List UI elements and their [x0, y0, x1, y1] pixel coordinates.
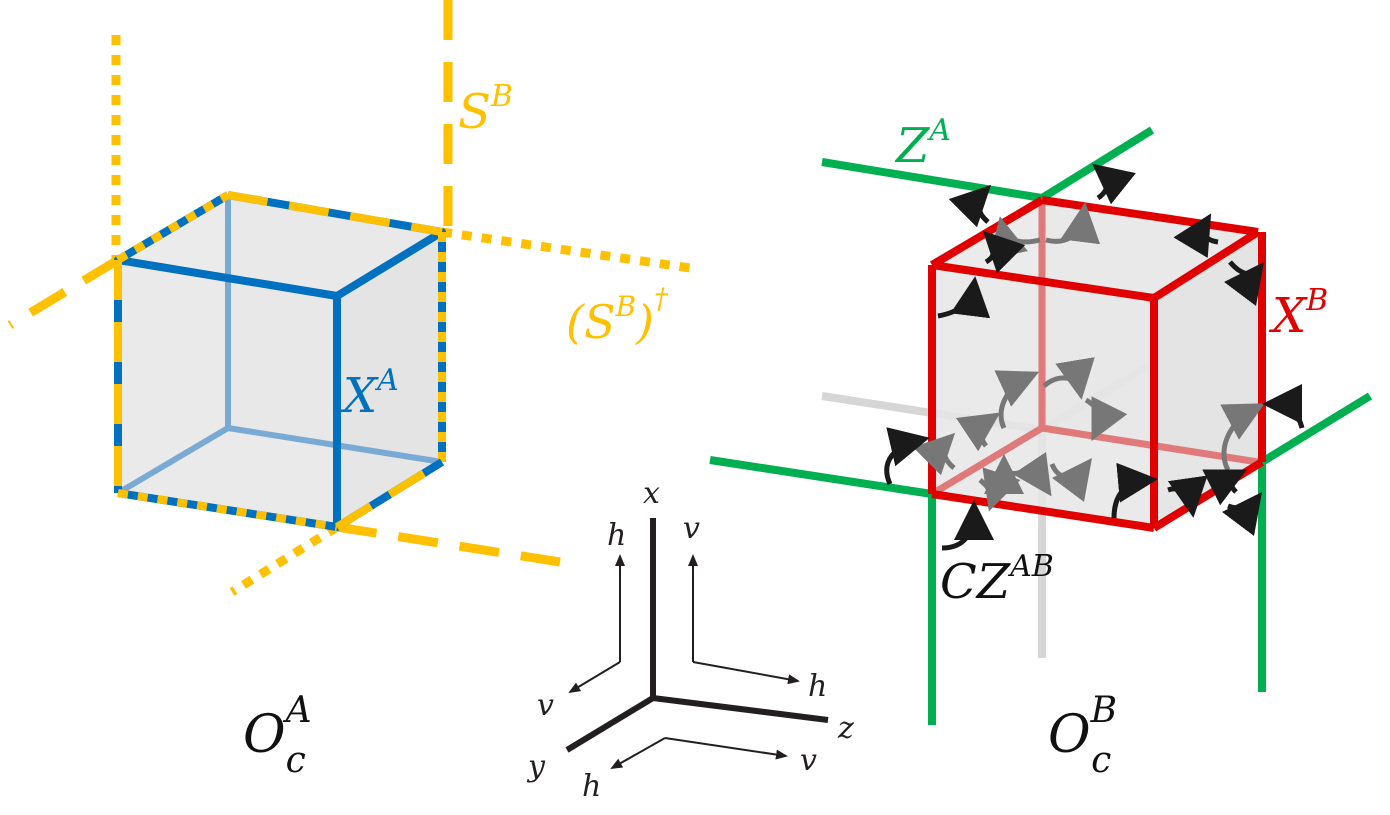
black-cz-arrows — [884, 163, 1305, 551]
sbdag-dotted-right — [441, 227, 691, 273]
xa-label: XA — [339, 363, 399, 424]
right-cube-side-face — [1154, 232, 1258, 528]
czab-label: CZAB — [940, 549, 1054, 610]
v-bottom-label: v — [800, 743, 817, 778]
z-axis — [652, 695, 829, 723]
y-axis — [565, 695, 655, 753]
sb-dashed-bottom — [336, 522, 561, 567]
sb-dagger-label: (SB)† — [566, 282, 669, 349]
sb-label: SB — [458, 79, 513, 140]
h-right-label: h — [808, 669, 827, 704]
z-axis-label: z — [837, 711, 854, 746]
axes: x z y h v v h h v — [526, 476, 854, 804]
h-top-left-label: h — [607, 518, 626, 553]
v-top-right-label: v — [683, 511, 700, 546]
y-axis-label: y — [526, 749, 546, 784]
left-cube-side-face — [337, 232, 442, 527]
left-cube-visible-edges — [114, 228, 446, 531]
left-cube-striped-edges — [114, 191, 446, 531]
xb-label: XB — [1268, 283, 1328, 344]
za-label: ZA — [894, 113, 951, 174]
h-bottom-label: h — [582, 769, 601, 804]
sbdag-dotted-bottom — [229, 523, 340, 596]
sb-dashed-left — [7, 256, 121, 329]
x-axis-label: x — [643, 476, 660, 511]
v-left-label: v — [537, 688, 554, 723]
